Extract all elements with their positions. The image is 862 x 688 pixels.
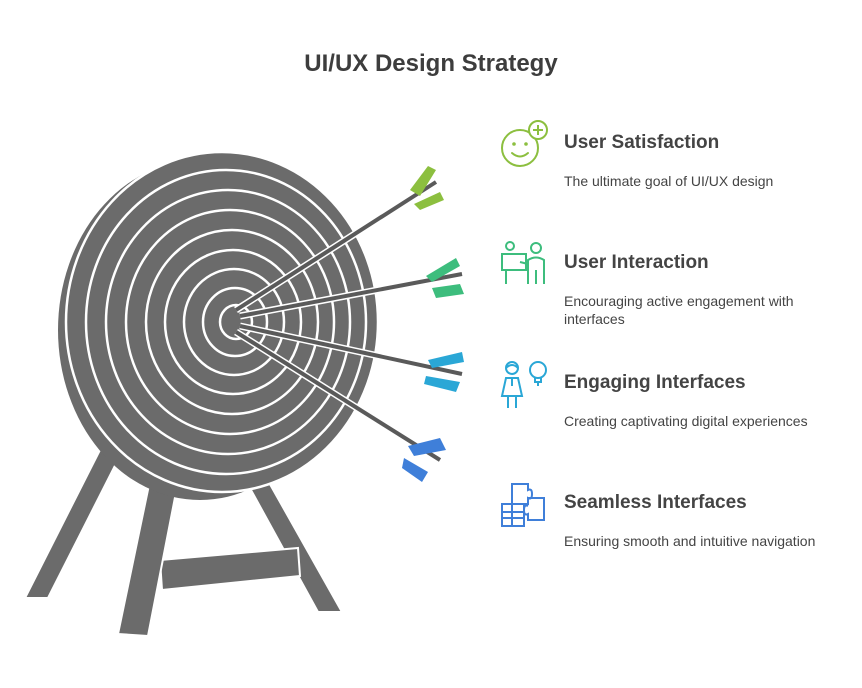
item-heading: User Satisfaction xyxy=(564,132,720,153)
target-board xyxy=(58,150,380,500)
item-description: Ensuring smooth and intuitive navigation xyxy=(564,533,816,549)
archery-target-illustration xyxy=(23,150,464,638)
person-idea-icon xyxy=(500,361,547,408)
smiley-plus-icon xyxy=(501,120,548,167)
arrow-cyan xyxy=(239,322,464,392)
item-description: Encouraging active engagement with inter… xyxy=(564,293,794,327)
item-heading: User Interaction xyxy=(564,252,709,273)
presenter-icon xyxy=(501,241,545,284)
target-stand xyxy=(23,439,344,638)
item-heading: Engaging Interfaces xyxy=(564,372,746,393)
item-description: Creating captivating digital experiences xyxy=(564,413,808,429)
item-heading: Seamless Interfaces xyxy=(564,492,747,513)
item-description: The ultimate goal of UI/UX design xyxy=(564,173,774,189)
arrow-teal xyxy=(239,258,464,320)
arrow-green xyxy=(234,166,444,313)
puzzle-icon xyxy=(501,483,545,527)
arrow-blue xyxy=(234,329,446,482)
page-title: UI/UX Design Strategy xyxy=(304,50,558,77)
